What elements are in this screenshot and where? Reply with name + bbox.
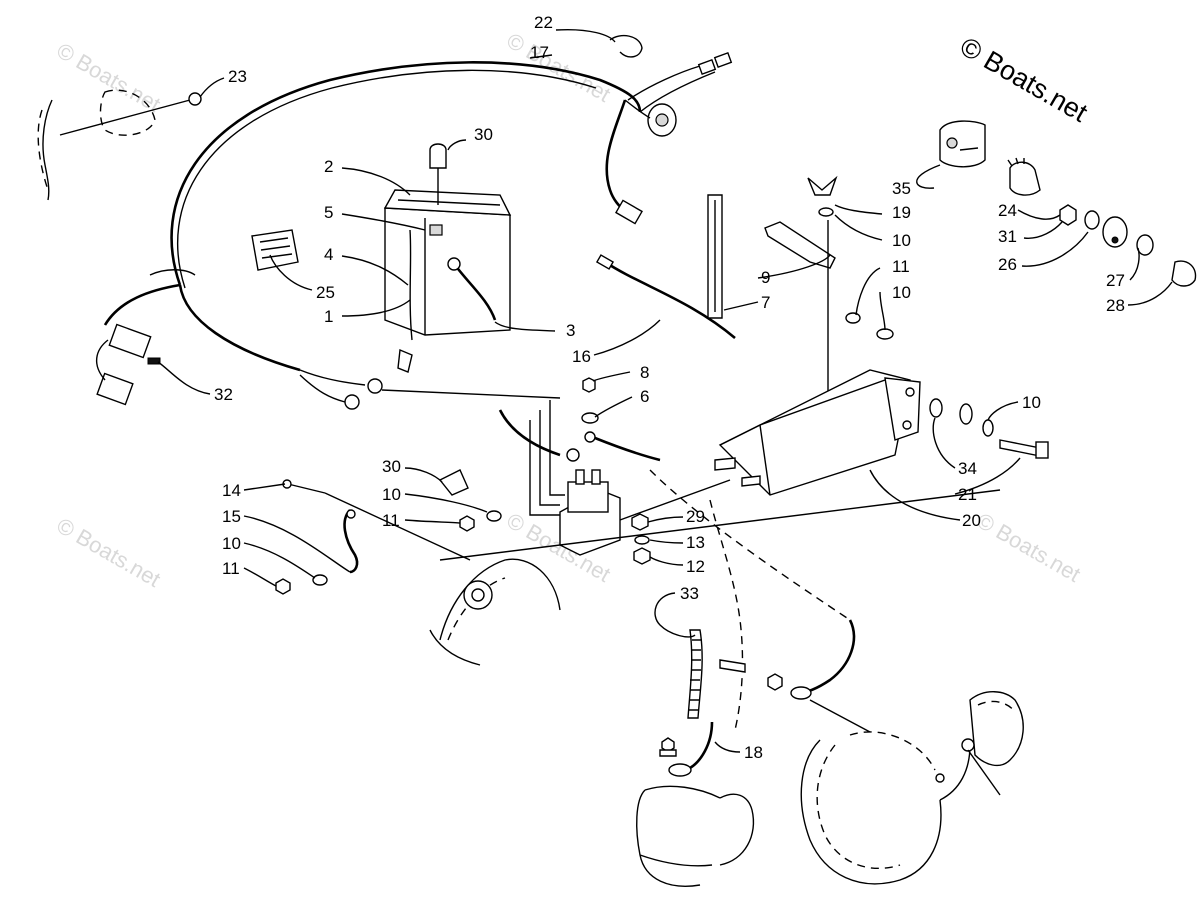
part-7-strap bbox=[707, 194, 723, 319]
part-9-bracket bbox=[764, 221, 836, 269]
label-24: 24 bbox=[998, 201, 1017, 220]
watermark: © Boats.net bbox=[503, 28, 615, 107]
label-26: 26 bbox=[998, 255, 1017, 274]
label-28: 28 bbox=[1106, 296, 1125, 315]
leader-lines bbox=[157, 28, 1173, 753]
label-4: 4 bbox=[324, 245, 333, 264]
label-10: 10 bbox=[222, 534, 241, 553]
label-25: 25 bbox=[316, 283, 335, 302]
label-30: 30 bbox=[382, 457, 401, 476]
hidden-line bbox=[709, 499, 744, 731]
part-29-13-12-nuts bbox=[631, 513, 651, 565]
part-labels: 22 17 23 30 2 5 4 25 1 3 16 8 6 7 9 19 1… bbox=[214, 13, 1125, 762]
flywheel-housing bbox=[800, 691, 1024, 885]
label-12: 12 bbox=[686, 557, 705, 576]
part-19-wing-nut bbox=[807, 175, 838, 217]
part-16-cable bbox=[595, 254, 736, 339]
label-16: 16 bbox=[572, 347, 591, 366]
label-15: 15 bbox=[222, 507, 241, 526]
label-14: 14 bbox=[222, 481, 241, 500]
part-14-15-hardware bbox=[275, 479, 471, 595]
label-19: 19 bbox=[892, 203, 911, 222]
part-30-cap-lower bbox=[438, 469, 502, 532]
starter-motor bbox=[636, 785, 755, 887]
label-20: 20 bbox=[962, 511, 981, 530]
label-11: 11 bbox=[382, 511, 400, 530]
label-1: 1 bbox=[324, 307, 333, 326]
ignition-switch-assembly bbox=[939, 120, 1197, 287]
label-34: 34 bbox=[958, 459, 977, 478]
label-13: 13 bbox=[686, 533, 705, 552]
label-7: 7 bbox=[761, 293, 770, 312]
label-18: 18 bbox=[744, 743, 763, 762]
tray-hardware bbox=[929, 398, 1049, 459]
label-33: 33 bbox=[680, 584, 699, 603]
label-17: 17 bbox=[530, 43, 549, 62]
label-31: 31 bbox=[998, 227, 1017, 246]
part-32-fuse bbox=[147, 357, 161, 365]
watermark: © Boats.net bbox=[53, 513, 165, 592]
label-6: 6 bbox=[640, 387, 649, 406]
watermark: © Boats.net bbox=[973, 508, 1085, 587]
label-23: 23 bbox=[228, 67, 247, 86]
part-18-cable bbox=[659, 721, 714, 777]
label-10: 10 bbox=[892, 231, 911, 250]
label-32: 32 bbox=[214, 385, 233, 404]
label-22: 22 bbox=[534, 13, 553, 32]
label-3: 3 bbox=[566, 321, 575, 340]
part-23-bracket bbox=[37, 89, 202, 201]
reference-line bbox=[439, 489, 1001, 561]
label-5: 5 bbox=[324, 203, 333, 222]
label-10: 10 bbox=[382, 485, 401, 504]
hidden-line bbox=[649, 469, 851, 621]
label-8: 8 bbox=[640, 363, 649, 382]
wiring-harness bbox=[96, 52, 733, 410]
part-10-washer bbox=[876, 328, 894, 340]
part-25-decal bbox=[251, 229, 299, 271]
label-35: 35 bbox=[892, 179, 911, 198]
label-2: 2 bbox=[324, 157, 333, 176]
label-29: 29 bbox=[686, 507, 705, 526]
copyright-text: © Boats.net bbox=[955, 31, 1093, 128]
label-11: 11 bbox=[222, 559, 240, 578]
label-9: 9 bbox=[761, 268, 770, 287]
ground-cable bbox=[719, 619, 871, 733]
part-11-nut bbox=[845, 312, 861, 324]
label-10: 10 bbox=[1022, 393, 1041, 412]
label-11: 11 bbox=[892, 257, 910, 276]
battery bbox=[383, 143, 512, 373]
part-22-clip bbox=[609, 34, 643, 58]
part-33-conduit bbox=[687, 629, 703, 719]
label-21: 21 bbox=[958, 485, 977, 504]
part-20-battery-tray bbox=[714, 369, 921, 496]
reference-line bbox=[619, 479, 731, 521]
label-27: 27 bbox=[1106, 271, 1125, 290]
label-30: 30 bbox=[474, 125, 493, 144]
label-10: 10 bbox=[892, 283, 911, 302]
engine-housing-left bbox=[429, 558, 561, 666]
